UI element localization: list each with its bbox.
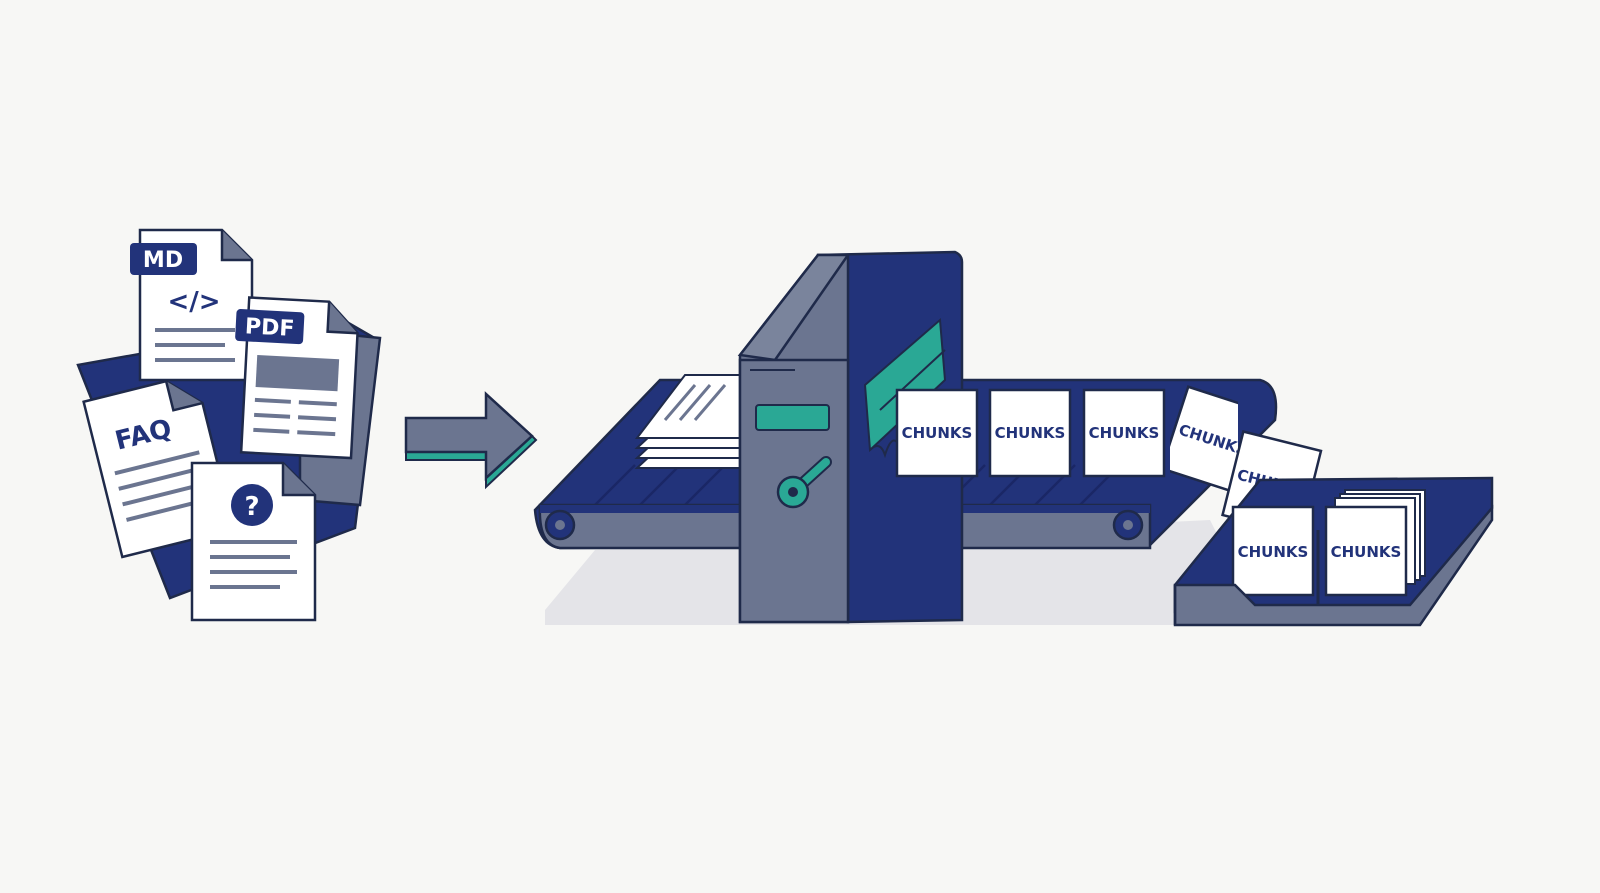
teal-rollers [863, 317, 947, 459]
machine-display [755, 404, 830, 431]
chunk-card: CHUNKS [988, 388, 1072, 478]
question-icon [231, 484, 273, 526]
chunk-card: CHUNKS [1231, 505, 1315, 597]
chunk-card: CHUNKS [1324, 505, 1408, 597]
document-pile: MD </> PDF FAQ [76, 228, 382, 622]
tray-front [1173, 504, 1494, 627]
chunk-label: CHUNKS [995, 424, 1066, 442]
md-tag-label: MD [143, 248, 183, 273]
pdf-tag [235, 309, 305, 345]
chunking-machine: CHUNKS CHUNKS CHUNKS CHUNKS CHUNKS [533, 250, 1323, 625]
chunk-label: CHUNKS [1331, 543, 1402, 561]
question-document: ? [190, 461, 317, 622]
chunk-card: CHUNKS [1082, 388, 1166, 478]
arrow-right-icon [404, 391, 538, 490]
machine-lever-icon [776, 456, 832, 509]
chunk-label: CHUNKS [1238, 543, 1309, 561]
code-icon: </> [167, 287, 220, 317]
output-tray: CHUNKS CHUNKS [1173, 476, 1494, 627]
chunk-label: CHUNKS [902, 424, 973, 442]
incoming-paper-stack [634, 374, 761, 469]
chunk-card: CHUNKS [895, 388, 979, 478]
question-mark: ? [244, 492, 259, 522]
pdf-document: PDF [235, 296, 359, 460]
chunk-label: CHUNKS [1089, 424, 1160, 442]
chunk-card: CHUNKS [1170, 385, 1238, 495]
md-tag [130, 243, 197, 275]
pdf-tag-label: PDF [244, 314, 295, 342]
md-document: MD </> [130, 228, 254, 382]
